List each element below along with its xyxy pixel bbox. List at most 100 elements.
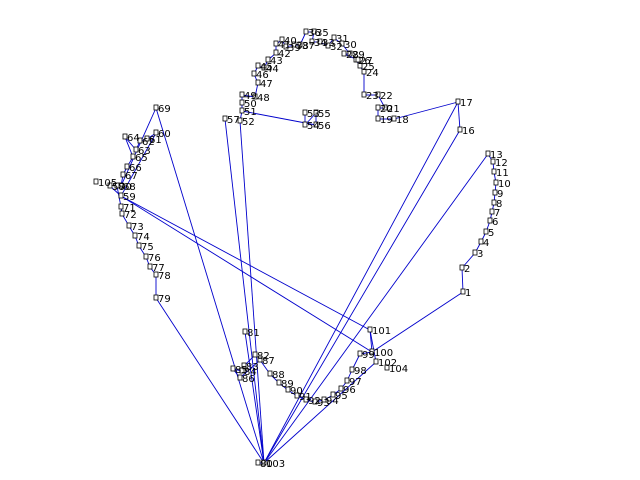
- node-marker-36: [303, 28, 309, 35]
- node-marker-11: [491, 168, 497, 175]
- node-marker-28: [341, 50, 347, 57]
- node-label-41: 41: [278, 40, 291, 51]
- node-label-16: 16: [462, 126, 475, 137]
- node-marker-95: [330, 391, 336, 398]
- node-marker-3: [472, 249, 478, 256]
- node-label-76: 76: [148, 253, 161, 264]
- node-label-63: 63: [138, 146, 151, 157]
- node-marker-30: [339, 40, 345, 47]
- node-marker-60: [153, 129, 159, 136]
- node-label-27: 27: [360, 56, 373, 67]
- node-label-61: 61: [149, 135, 162, 146]
- node-label-90: 90: [290, 386, 303, 397]
- node-marker-105: [93, 178, 99, 185]
- node-marker-76: [143, 253, 149, 260]
- node-label-67: 67: [125, 171, 138, 182]
- node-layer: [93, 28, 499, 466]
- node-marker-7: [489, 208, 495, 215]
- node-label-13: 13: [490, 150, 503, 161]
- node-marker-46: [251, 70, 257, 77]
- node-label-104: 104: [389, 364, 408, 375]
- node-marker-18: [391, 115, 397, 122]
- node-marker-44: [261, 64, 267, 71]
- node-marker-1: [460, 288, 466, 295]
- edge-69-103: [155, 107, 265, 464]
- node-marker-10: [493, 179, 499, 186]
- node-label-4: 4: [483, 238, 489, 249]
- node-label-97: 97: [349, 377, 362, 388]
- node-label-46: 46: [256, 70, 269, 81]
- node-marker-29: [347, 50, 353, 57]
- node-label-45: 45: [260, 62, 273, 73]
- node-label-29: 29: [352, 50, 365, 61]
- edge-16-103: [263, 129, 461, 464]
- node-marker-77: [147, 263, 153, 270]
- node-label-6: 6: [492, 217, 498, 228]
- node-label-96: 96: [343, 385, 356, 396]
- node-marker-93: [312, 398, 318, 405]
- node-marker-34: [309, 38, 315, 45]
- node-marker-75: [136, 242, 142, 249]
- node-label-59: 59: [123, 192, 136, 203]
- node-marker-9: [492, 189, 498, 196]
- node-marker-48: [252, 93, 258, 100]
- edge-13-103: [263, 153, 489, 464]
- node-marker-19: [375, 115, 381, 122]
- node-marker-40: [279, 36, 285, 43]
- node-marker-103: [261, 459, 267, 466]
- node-label-52: 52: [242, 117, 255, 128]
- node-label-105: 105: [98, 178, 117, 189]
- node-label-51: 51: [244, 107, 257, 118]
- node-label-48: 48: [257, 93, 270, 104]
- node-label-78: 78: [158, 271, 171, 282]
- node-marker-86: [237, 374, 243, 381]
- node-marker-61: [144, 135, 150, 142]
- node-label-44: 44: [266, 64, 279, 75]
- node-label-9: 9: [497, 189, 503, 200]
- node-marker-71: [118, 203, 124, 210]
- edge-86-87: [239, 359, 261, 379]
- node-label-64: 64: [127, 133, 140, 144]
- node-marker-57: [222, 115, 228, 122]
- node-marker-62: [137, 137, 143, 144]
- node-label-66: 66: [129, 163, 142, 174]
- node-label-23: 23: [366, 91, 379, 102]
- node-label-12: 12: [495, 158, 508, 169]
- node-marker-102: [373, 358, 379, 365]
- node-marker-23: [361, 91, 367, 98]
- node-label-68: 68: [123, 182, 136, 193]
- node-label-75: 75: [141, 242, 154, 253]
- node-label-100: 100: [374, 348, 393, 359]
- node-label-25: 25: [362, 62, 375, 73]
- node-label-94: 94: [326, 396, 339, 407]
- node-label-89: 89: [281, 379, 294, 390]
- node-marker-66: [124, 163, 130, 170]
- node-marker-104: [384, 364, 390, 371]
- node-label-37: 37: [302, 41, 315, 52]
- node-label-8: 8: [496, 199, 502, 210]
- node-marker-89: [276, 379, 282, 386]
- node-marker-74: [132, 232, 138, 239]
- node-label-43: 43: [270, 56, 283, 67]
- node-label-85: 85: [235, 365, 248, 376]
- node-label-40: 40: [284, 36, 297, 47]
- node-label-21: 21: [387, 104, 400, 115]
- node-marker-42: [273, 49, 279, 56]
- node-marker-8: [491, 199, 497, 206]
- node-marker-80: [255, 459, 261, 466]
- node-label-3: 3: [477, 249, 483, 260]
- node-label-38: 38: [296, 41, 309, 52]
- node-label-71: 71: [123, 203, 136, 214]
- node-label-86: 86: [242, 374, 255, 385]
- node-label-33: 33: [322, 38, 335, 49]
- node-label-95: 95: [335, 391, 348, 402]
- node-marker-59: [118, 192, 124, 199]
- node-marker-73: [126, 222, 132, 229]
- node-marker-13: [485, 150, 491, 157]
- node-label-34: 34: [314, 38, 327, 49]
- node-marker-99: [357, 350, 363, 357]
- node-label-18: 18: [396, 115, 409, 126]
- node-label-54: 54: [307, 121, 320, 132]
- node-marker-64: [122, 133, 128, 140]
- node-marker-92: [303, 396, 309, 403]
